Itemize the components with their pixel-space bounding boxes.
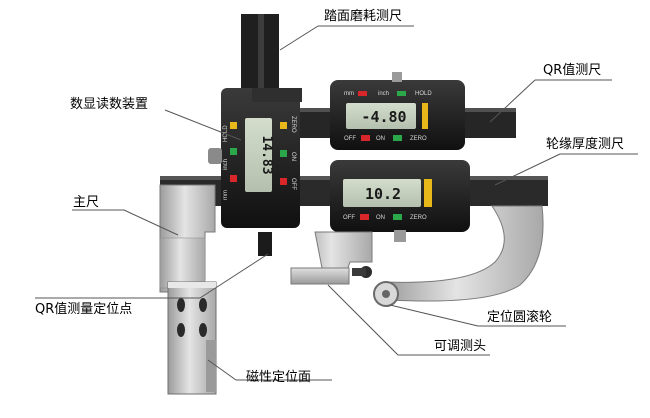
vertical-hold-button[interactable] <box>230 122 237 129</box>
qr-mm-button[interactable] <box>358 91 367 96</box>
label-tread-wear-gauge: 踏面磨耗测尺 <box>324 9 403 24</box>
qr-lcd <box>346 103 416 129</box>
svg-text:ON: ON <box>376 136 385 142</box>
svg-text:ZERO: ZERO <box>410 215 427 221</box>
svg-text:mm: mm <box>223 190 229 200</box>
vertical-on-button[interactable] <box>280 150 287 157</box>
qr-off-button[interactable] <box>361 135 370 141</box>
svg-text:ZERO: ZERO <box>410 136 427 142</box>
label-qr-positioning-point: QR值测量定位点 <box>35 302 133 317</box>
svg-text:inch: inch <box>223 159 229 170</box>
vertical-readout-device: 14.83 mm inch HOLD ZERO ON OFF <box>208 88 302 228</box>
vertical-inch-button[interactable] <box>230 148 237 155</box>
vertical-reading: 14.83 <box>259 135 274 174</box>
svg-text:inch: inch <box>378 91 389 97</box>
flange-lcd <box>343 179 421 207</box>
label-magnetic-positioning-surface: 磁性定位面 <box>246 370 312 385</box>
flange-on-button[interactable] <box>393 214 402 220</box>
svg-text:OFF: OFF <box>344 136 356 142</box>
flange-off-button[interactable] <box>360 214 369 220</box>
flange-readout-device: 10.2 OFF ON ZERO <box>330 160 470 242</box>
svg-text:ZERO: ZERO <box>290 116 296 133</box>
vertical-off-button[interactable] <box>280 178 287 185</box>
label-adjustable-probe: 可调测头 <box>434 339 487 354</box>
svg-text:mm: mm <box>344 91 354 97</box>
qr-reading: -4.80 <box>361 108 406 126</box>
svg-text:OFF: OFF <box>290 178 296 190</box>
qr-inch-button[interactable] <box>397 91 406 96</box>
label-main-ruler: 主尺 <box>73 195 100 210</box>
svg-text:OFF: OFF <box>343 215 355 221</box>
label-flange-thickness-gauge: 轮缘厚度测尺 <box>546 137 625 152</box>
vertical-lcd <box>245 118 272 192</box>
qr-readout-device: -4.80 mm inch HOLD OFF ON ZERO <box>330 72 465 150</box>
vertical-zero-button[interactable] <box>280 122 287 129</box>
qr-on-button[interactable] <box>393 135 402 141</box>
leader-lines <box>35 25 638 381</box>
svg-text:ON: ON <box>290 152 296 161</box>
label-positioning-roller: 定位圆滚轮 <box>487 310 553 325</box>
svg-text:HOLD: HOLD <box>223 125 229 142</box>
svg-text:ON: ON <box>376 215 385 221</box>
flange-reading: 10.2 <box>365 185 401 203</box>
vertical-mm-button[interactable] <box>230 175 237 182</box>
svg-text:HOLD: HOLD <box>415 91 432 97</box>
label-qr-gauge: QR值测尺 <box>543 63 602 78</box>
label-digital-readout: 数显读数装置 <box>70 97 149 112</box>
